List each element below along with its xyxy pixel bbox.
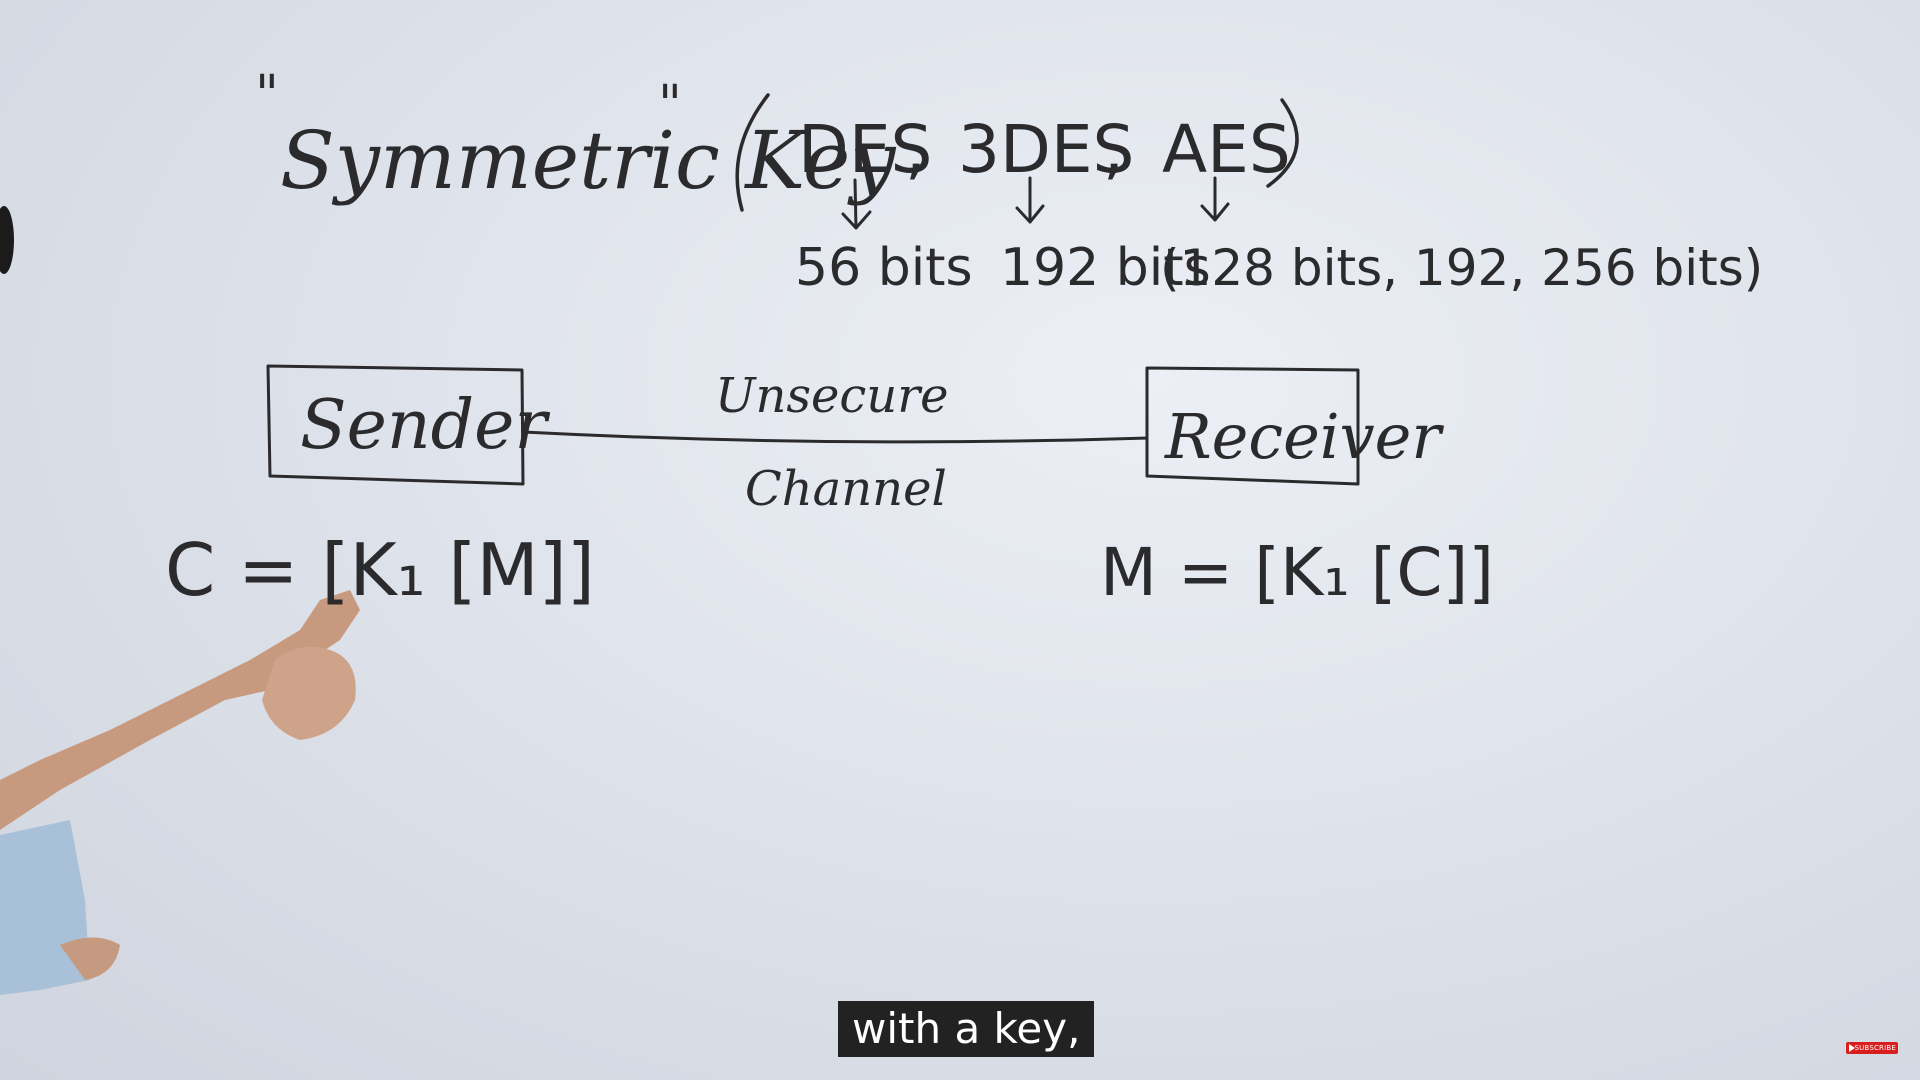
title-close-quote: " [658,75,682,135]
title-line: " Symmetric Key " DES , 3DES , AES [255,65,1299,212]
title-open-quote: " [255,65,279,125]
channel-line [521,430,1149,444]
encrypt-formula: C = [K₁ [M]] [165,528,595,612]
decrypt-formula: M = [K₁ [C]] [1100,534,1494,611]
receiver-label: Receiver [1164,400,1444,473]
algorithm-3des: 3DES [958,111,1134,188]
formulas: C = [K₁ [M]] M = [K₁ [C]] [165,528,1494,612]
sender-box: Sender [266,364,550,486]
play-icon [1849,1044,1855,1052]
channel: Unsecure Channel [521,368,1149,517]
video-caption: with a key, [838,1001,1095,1057]
subscribe-badge-label: SUBSCRIBE [1854,1044,1896,1052]
subscribe-badge[interactable]: SUBSCRIBE [1846,1042,1898,1054]
channel-label-bottom: Channel [745,461,947,517]
channel-label-top: Unsecure [715,368,949,424]
presenter [0,206,360,995]
title-text: Symmetric Key [280,114,897,207]
key-size-3des: 192 bits [1000,238,1211,298]
key-size-arrows [841,176,1230,230]
receiver-box: Receiver [1145,366,1444,486]
algorithms-open-paren [735,93,770,212]
algorithm-des: DES [798,111,932,188]
key-size-aes: (128 bits, 192, 256 bits) [1160,239,1763,297]
arrow-3des [1015,176,1045,224]
algorithm-aes: AES [1162,111,1291,188]
arrow-des [841,178,872,230]
svg-text:,: , [905,111,926,188]
arrow-aes [1200,176,1230,222]
key-size-des: 56 bits [795,238,973,298]
key-sizes: 56 bits 192 bits (128 bits, 192, 256 bit… [795,238,1763,298]
algorithms-close-paren [1266,98,1299,188]
sender-label: Sender [300,386,550,465]
svg-text:,: , [1103,111,1124,188]
